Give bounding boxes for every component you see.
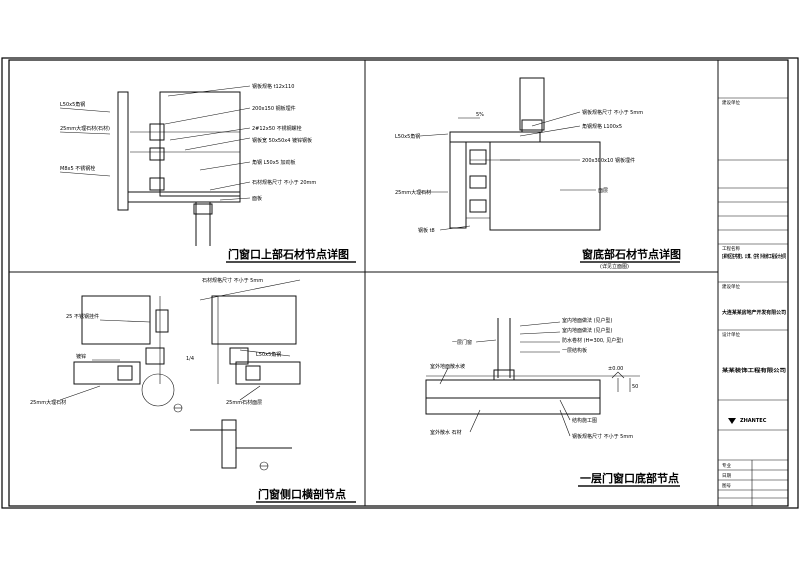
tr-title: 窗底部石材节点详图 (582, 247, 681, 261)
title-block: 建设单位 工程名称 [某地区住宅楼]、公寓、住宅 外装修工程设计合同 建设单位 … (718, 97, 788, 506)
tb-row-0: 建设单位 (722, 99, 740, 106)
panel-bottom-right: ±0.00 50 室内地面做法 (见户型) 室内地面做法 (见户型) 防水卷材 … (425, 317, 680, 487)
panel-bottom-left: 1/4 石材规格尺寸 不小于 5mm 25 不锈钢挂件 L50x5角钢 镀锌 2… (30, 277, 356, 503)
tb-row-4: 设计单位 (722, 331, 740, 338)
tl-label-8: 石材规格尺寸 不小于 20mm (252, 179, 316, 186)
right-jamb-wall (211, 295, 297, 345)
tb-designer: 某某装饰工程有限公司 (721, 367, 786, 374)
tr-label-4: 角钢规格 L100x5 (582, 123, 622, 130)
concrete-block (159, 91, 241, 197)
tl-label-6: 钢板宽 50x50x4 镀锌钢板 (252, 137, 312, 144)
tb-project: [某地区住宅楼]、公寓、住宅 外装修工程设计合同 (722, 253, 786, 260)
tb-owner: 大连某某房地产开发有限公司 (722, 309, 786, 316)
tr-label-5: 200x300x10 钢板埋件 (582, 157, 635, 164)
stone-sill (449, 131, 541, 143)
br-label-8: 室外散水 石材 (430, 429, 462, 436)
br-label-1: 室内地面做法 (见户型) (562, 327, 613, 334)
bl-label-2: L50x5角钢 (256, 351, 281, 358)
br-label-3: 一层结构板 (562, 347, 587, 354)
br-label-5: 室外地面散水坡 (430, 363, 465, 370)
bl-label-3: 镀锌 (76, 353, 86, 360)
bl-label-0: 石材规格尺寸 不小于 5mm (202, 277, 263, 284)
br-label-4: 一层门窗 (452, 339, 472, 346)
br-label-0: 室内地面做法 (见户型) (562, 317, 613, 324)
drawing-area-border (8, 59, 789, 507)
bl-label-4: 25mm大理石材 (30, 399, 66, 406)
panel-top-left: 钢板规格 t12x110 L50x5角钢 25mm大理石材(石材) M8x5 不… (59, 83, 356, 263)
bl-label-6: 1/4 (186, 356, 194, 362)
br-dim: 50 (632, 384, 638, 390)
br-label-2: 防水卷材 (H=300, 见户型) (562, 337, 623, 344)
tl-label-2: 25mm大理石材(石材) (60, 125, 110, 132)
tl-label-9: 面板 (252, 195, 262, 202)
tl-label-7: 角钢 L50x5 加劲板 (252, 159, 295, 166)
tb-row-1: 工程名称 (722, 245, 740, 252)
tr-subtitle: (详见立面图) (600, 263, 629, 270)
br-title: 一层门窗口底部节点 (580, 471, 679, 485)
tr-label-6: 面层 (598, 188, 608, 194)
br-label-9: 钢板规格尺寸 不小于 5mm (572, 433, 633, 440)
tb-row-3: 建设单位 (722, 283, 740, 290)
floor-gravel (425, 379, 601, 399)
tb-row-6: 日期 (722, 473, 731, 479)
br-elevation: ±0.00 (608, 366, 623, 372)
tr-label-0: 5% (476, 112, 484, 118)
bl-label-5: 25mm石材面层 (226, 399, 262, 406)
tl-title: 门窗口上部石材节点详图 (228, 247, 349, 261)
tb-row-7: 图号 (722, 483, 731, 489)
tr-label-7: 钢板 t8 (418, 227, 435, 234)
tl-label-1: L50x5角钢 (60, 101, 85, 108)
tl-label-0: 钢板规格 t12x110 (252, 83, 294, 90)
floor-concrete (425, 397, 601, 415)
tb-logo: ZHANTEC (740, 418, 767, 424)
br-label-7: 结构施工图 (572, 417, 597, 424)
tl-label-3: M8x5 不锈钢栓 (60, 165, 95, 172)
detail-callout-circle (141, 373, 175, 407)
left-jamb-wall (81, 295, 151, 345)
panel-top-right: 5% L50x5角钢 25mm大理石材 钢板规格尺寸 不小于 5mm 角钢规格 … (395, 77, 681, 270)
tr-label-2: 25mm大理石材 (395, 189, 431, 196)
bl-title: 门窗侧口横剖节点 (258, 487, 346, 501)
concrete-wall (489, 141, 601, 231)
tr-label-1: L50x5角钢 (395, 133, 420, 140)
bl-label-1: 25 不锈钢挂件 (66, 313, 99, 320)
company-logo-icon (728, 418, 736, 424)
tl-label-5: 2#12x50 不锈钢螺栓 (252, 125, 302, 132)
tl-label-4: 200x150 钢板埋件 (252, 105, 296, 112)
tr-label-3: 钢板规格尺寸 不小于 5mm (582, 109, 643, 116)
tb-row-5: 专业 (722, 462, 731, 469)
sheet-border (1, 57, 799, 509)
